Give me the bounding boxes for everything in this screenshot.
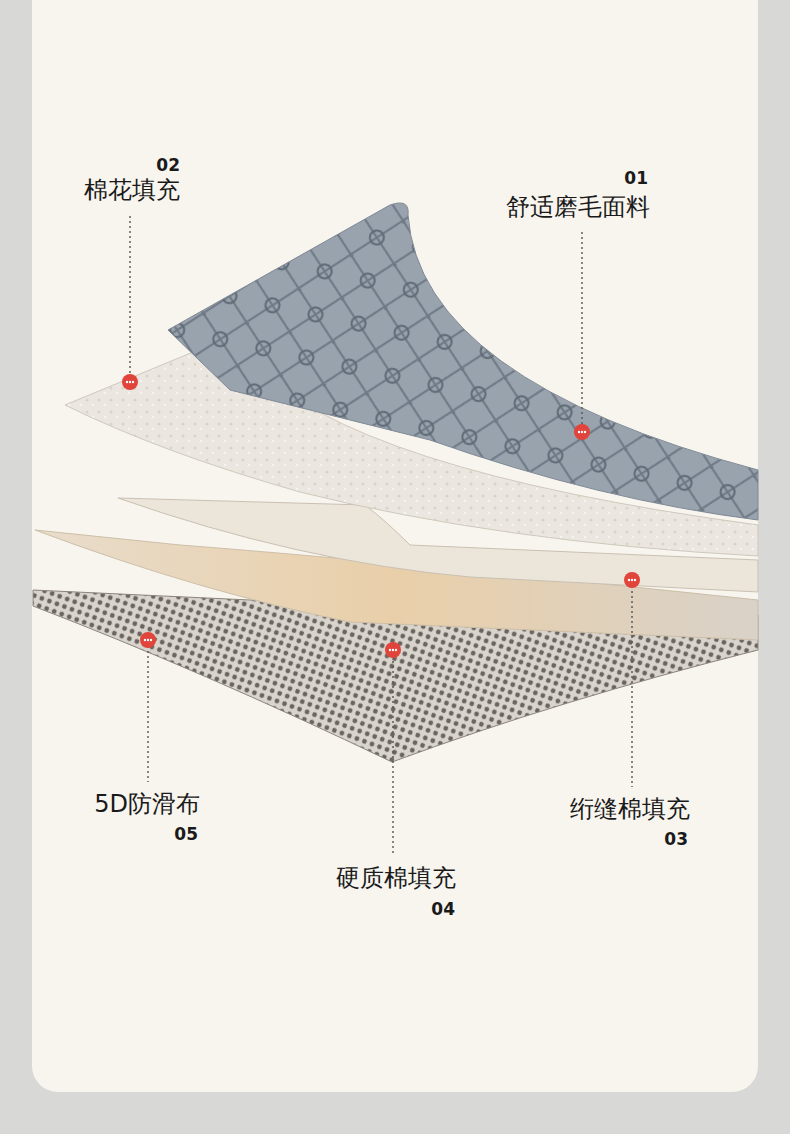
callout-number: 02 (156, 155, 180, 175)
callout-number: 05 (174, 824, 198, 844)
part-name: 硬质棉填充 (336, 864, 456, 893)
part-name: 棉花填充 (84, 176, 180, 205)
callout-number: 03 (664, 829, 688, 849)
part-name: 舒适磨毛面料 (506, 193, 650, 222)
callout-number: 01 (624, 168, 648, 188)
part-name: 5D防滑布 (94, 790, 200, 819)
callout-number: 04 (431, 899, 455, 919)
part-name: 绗缝棉填充 (570, 795, 690, 824)
